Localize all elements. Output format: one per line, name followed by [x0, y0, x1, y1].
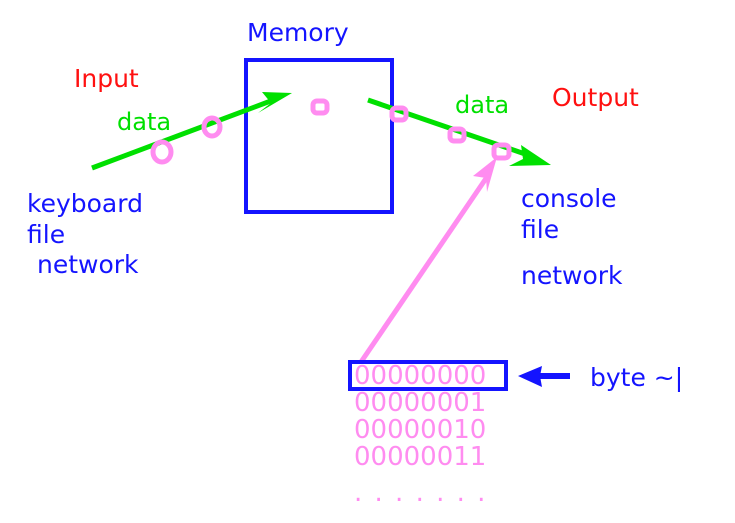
byte-value-row: 00000011	[354, 442, 487, 472]
byte-callout-arrow	[518, 366, 570, 387]
output-label: Output	[552, 83, 639, 112]
memory-byte-marker	[310, 98, 330, 116]
input-source-file: file	[27, 219, 66, 249]
byte-value-list: 00000000 00000001 00000010 00000011 . . …	[354, 361, 488, 508]
output-target-console: console	[521, 184, 617, 213]
byte-annotation-label: byte ~|	[590, 363, 684, 392]
output-byte-markers	[389, 105, 512, 161]
input-data-arrow	[91, 92, 292, 171]
output-target-network: network	[521, 261, 623, 290]
memory-label: Memory	[247, 18, 349, 47]
input-source-network: network	[37, 250, 139, 279]
memory-box	[244, 58, 394, 214]
input-label: Input	[74, 64, 139, 93]
output-target-file: file	[521, 214, 560, 244]
highlighted-byte-box	[348, 360, 508, 391]
output-list-spacer	[521, 245, 623, 261]
input-byte-markers	[150, 115, 223, 165]
byte-pointer-arrow	[358, 157, 497, 364]
output-data-label: data	[455, 91, 510, 119]
input-source-keyboard: keyboard	[27, 189, 143, 218]
byte-value-row: 00000001	[354, 388, 487, 418]
byte-list-ellipsis: . . . . . . .	[354, 478, 488, 508]
byte-value-row: 00000000	[354, 361, 487, 391]
output-targets-list: console file network	[521, 184, 623, 292]
byte-value-row: 00000010	[354, 415, 487, 445]
input-data-label: data	[117, 108, 172, 136]
input-sources-list: keyboard file network	[27, 189, 143, 281]
